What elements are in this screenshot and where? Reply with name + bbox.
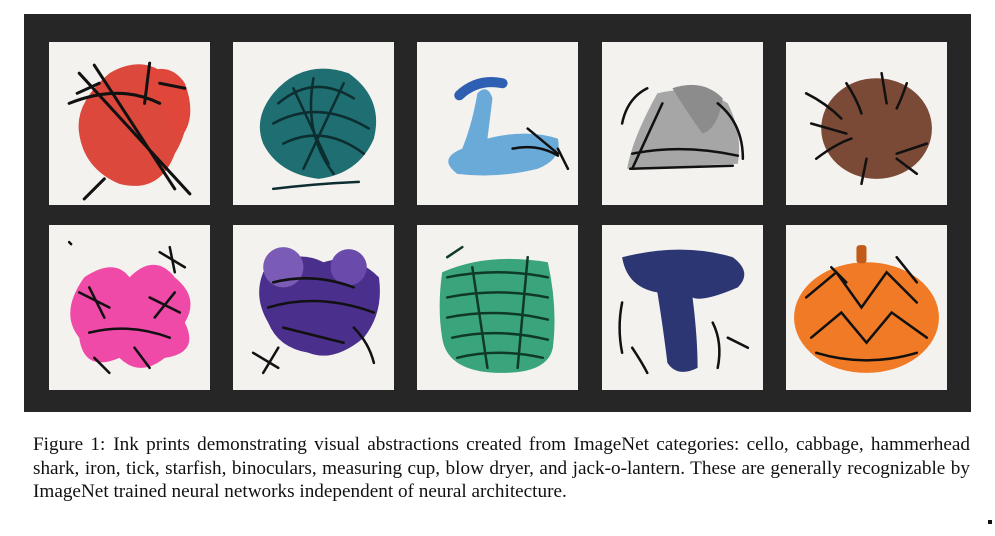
figure-label: Figure 1: [33, 434, 106, 455]
figure-caption: Figure 1:Ink prints demonstrating visual… [33, 433, 970, 504]
ink-print-cello [49, 42, 210, 205]
ink-print-jack-o-lantern [786, 225, 947, 390]
ink-print-blow-dryer [602, 225, 763, 390]
ink-print-tick [786, 42, 947, 205]
ink-print-cabbage [233, 42, 394, 205]
figure-image-panel [24, 14, 971, 412]
ink-print-iron [602, 42, 763, 205]
page-edge-mark [988, 520, 992, 524]
ink-print-binoculars [233, 225, 394, 390]
ink-print-hammerhead-shark [417, 42, 578, 205]
caption-text: Ink prints demonstrating visual abstract… [33, 434, 970, 502]
ink-print-measuring-cup [417, 225, 578, 390]
ink-print-starfish [49, 225, 210, 390]
